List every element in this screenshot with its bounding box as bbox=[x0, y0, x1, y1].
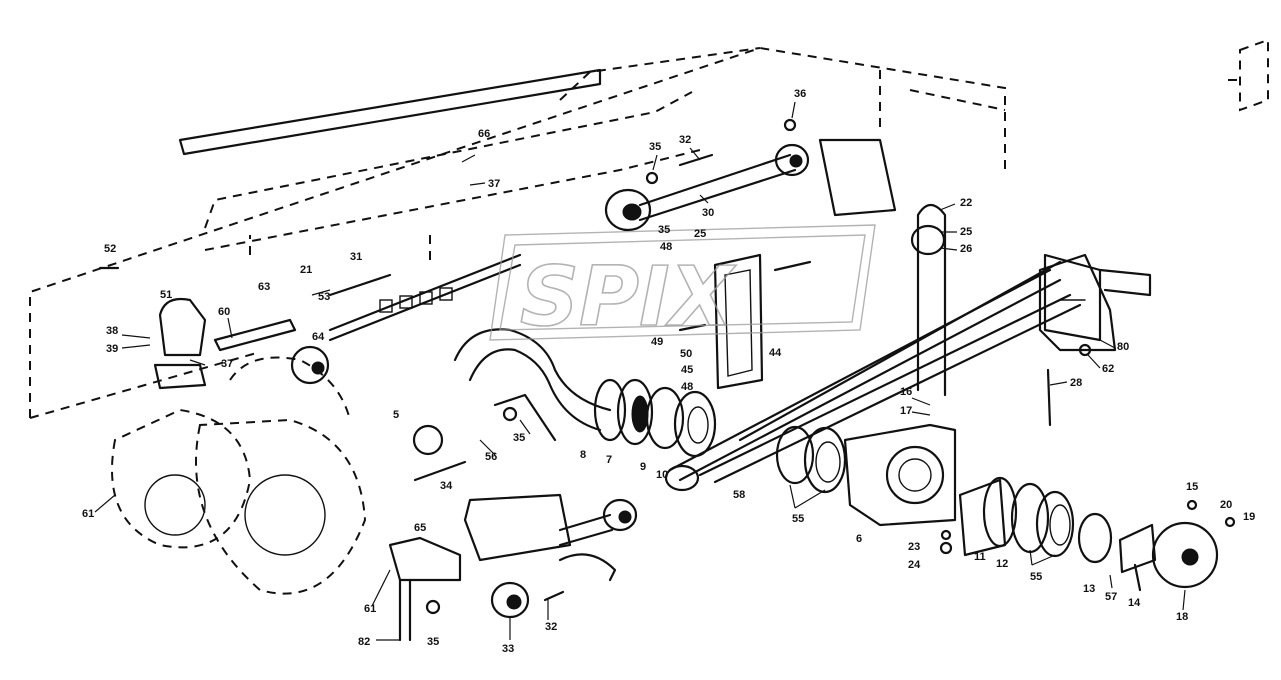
callout-c24: 49 bbox=[651, 336, 663, 348]
bracket-lower bbox=[388, 536, 462, 642]
callout-c43: 55 bbox=[792, 513, 804, 525]
callout-c45: 23 bbox=[908, 541, 920, 553]
callout-c56: 18 bbox=[1176, 611, 1188, 623]
hub-assembly bbox=[958, 476, 1219, 589]
callout-c30: 62 bbox=[1102, 363, 1114, 375]
callout-c28: 48 bbox=[681, 381, 693, 393]
svg-text:SPIX: SPIX bbox=[520, 250, 737, 345]
trunnion-bracket bbox=[843, 423, 957, 527]
callout-c15: 35 bbox=[649, 141, 661, 153]
callout-c8: 21 bbox=[300, 264, 312, 276]
callout-c18: 35 bbox=[658, 224, 670, 236]
spring-hanger-right bbox=[1038, 253, 1152, 352]
bushing-stack bbox=[593, 378, 717, 458]
callout-c16: 32 bbox=[679, 134, 691, 146]
callout-c49: 55 bbox=[1030, 571, 1042, 583]
callout-c61: 35 bbox=[427, 636, 439, 648]
fasteners bbox=[98, 118, 1236, 615]
torque-rod-bottom bbox=[463, 493, 638, 619]
callout-c44: 6 bbox=[856, 533, 862, 545]
callout-c14: 36 bbox=[794, 88, 806, 100]
callout-c62: 33 bbox=[502, 643, 514, 655]
callout-c42: 58 bbox=[733, 489, 745, 501]
frame-rail bbox=[178, 68, 602, 342]
callout-c13: 37 bbox=[488, 178, 500, 190]
callout-c48: 12 bbox=[996, 558, 1008, 570]
callout-c58: 65 bbox=[414, 522, 426, 534]
torque-rod-upper bbox=[604, 138, 897, 232]
callout-c41: 10 bbox=[656, 469, 668, 481]
bracket-upper-left bbox=[153, 297, 297, 390]
callout-c17: 30 bbox=[702, 207, 714, 219]
callout-c5: 37 bbox=[221, 358, 233, 370]
callout-c50: 13 bbox=[1083, 583, 1095, 595]
callout-c54: 20 bbox=[1220, 499, 1232, 511]
callout-c33: 17 bbox=[900, 405, 912, 417]
callout-c55: 19 bbox=[1243, 511, 1255, 523]
callout-c22: 25 bbox=[960, 226, 972, 238]
callout-c7: 63 bbox=[258, 281, 270, 293]
callout-c23: 26 bbox=[960, 243, 972, 255]
callout-c19: 48 bbox=[660, 241, 672, 253]
callout-c2: 51 bbox=[160, 289, 172, 301]
callout-c29: 80 bbox=[1117, 341, 1129, 353]
callout-c6: 60 bbox=[218, 306, 230, 318]
spring-pad bbox=[713, 253, 764, 390]
leader-lines bbox=[94, 101, 1186, 641]
callout-c59: 61 bbox=[364, 603, 376, 615]
callout-c40: 9 bbox=[640, 461, 646, 473]
callout-c12: 66 bbox=[478, 128, 490, 140]
callout-c27: 45 bbox=[681, 364, 693, 376]
spix-watermark-logo: SPIX bbox=[489, 224, 876, 346]
callout-c60: 82 bbox=[358, 636, 370, 648]
callout-c35: 35 bbox=[513, 432, 525, 444]
callout-c46: 24 bbox=[908, 559, 921, 571]
callout-c25: 50 bbox=[680, 348, 692, 360]
callout-c52: 14 bbox=[1128, 597, 1141, 609]
leaf-spring bbox=[664, 253, 1102, 492]
callout-c32: 16 bbox=[900, 386, 912, 398]
callout-c36: 56 bbox=[485, 451, 497, 463]
callout-c39: 7 bbox=[606, 454, 612, 466]
callout-c51: 57 bbox=[1105, 591, 1117, 603]
callout-c47: 11 bbox=[974, 551, 986, 563]
callout-c38: 8 bbox=[580, 449, 586, 461]
callout-c10: 64 bbox=[312, 331, 325, 343]
callout-c26: 44 bbox=[769, 347, 782, 359]
callout-c37: 34 bbox=[440, 480, 453, 492]
callout-labels: 52 51 38 39 37 60 63 21 53 64 31 66 37 3… bbox=[82, 88, 1255, 655]
callout-c4: 39 bbox=[106, 343, 118, 355]
callout-c20: 25 bbox=[694, 228, 706, 240]
callout-c11: 31 bbox=[350, 251, 362, 263]
callout-c63: 32 bbox=[545, 621, 557, 633]
callout-c53: 15 bbox=[1186, 481, 1198, 493]
u-bolt bbox=[910, 203, 947, 397]
torque-rod-lower bbox=[453, 328, 612, 442]
callout-c31: 28 bbox=[1070, 377, 1082, 389]
callout-c34: 5 bbox=[393, 409, 399, 421]
callout-c1: 52 bbox=[104, 243, 116, 255]
callout-c21: 22 bbox=[960, 197, 972, 209]
callout-c57: 61 bbox=[82, 508, 94, 520]
callout-c3: 38 bbox=[106, 325, 118, 337]
rear-axle-left bbox=[111, 356, 367, 595]
seal-rings-left bbox=[775, 425, 847, 494]
callout-c9: 53 bbox=[318, 291, 330, 303]
frame-outline bbox=[29, 38, 1269, 419]
